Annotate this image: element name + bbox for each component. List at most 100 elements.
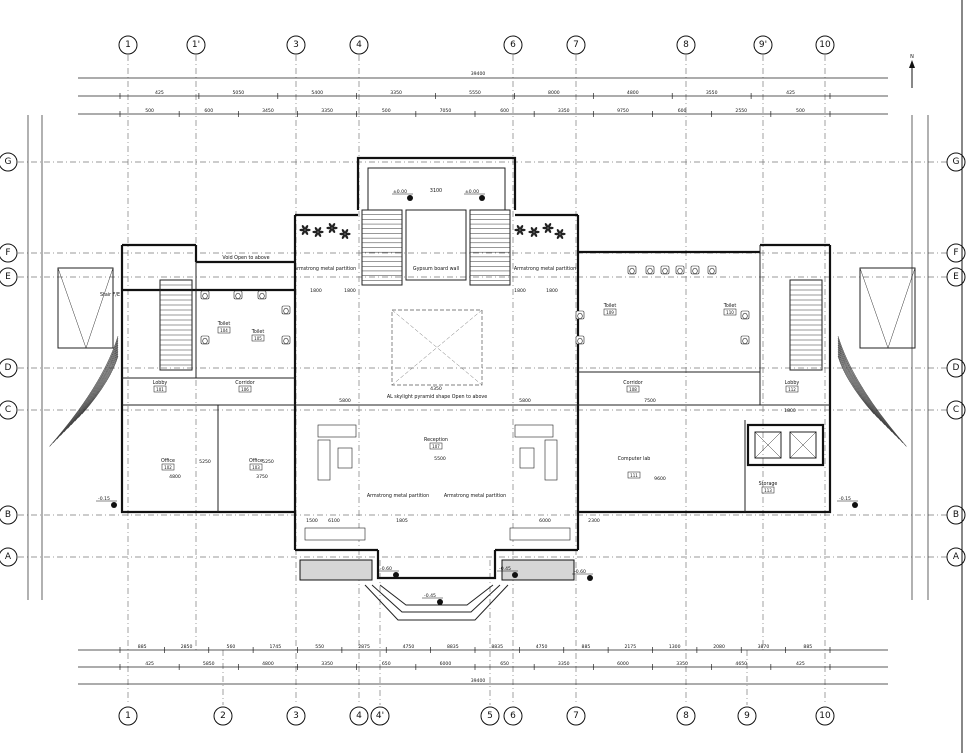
bottom-dim-a-12: 1300 xyxy=(669,644,681,650)
svg-text:8: 8 xyxy=(683,40,689,50)
svg-text:E: E xyxy=(953,272,959,282)
planter-plant-icon xyxy=(312,227,324,237)
svg-text:±0.00: ±0.00 xyxy=(393,189,407,195)
planter-plant-icon xyxy=(514,225,526,235)
toilet-fixture-icon xyxy=(233,290,243,300)
partition-note-ne: Armstrong metal partition xyxy=(514,266,576,272)
west-stair: Stair F/E xyxy=(57,267,193,371)
partition-note-nw: Armstrong metal partition xyxy=(294,266,356,272)
svg-text:N: N xyxy=(910,54,914,60)
room-storage: Storage 113 xyxy=(759,481,777,494)
svg-text:B: B xyxy=(5,510,11,520)
elevators xyxy=(746,423,825,467)
room-office-1: Office 102 xyxy=(161,458,175,471)
bottom-dim-b-8: 6000 xyxy=(617,661,629,667)
bottom-dim-a-11: 2175 xyxy=(624,644,636,650)
svg-text:10: 10 xyxy=(819,40,831,50)
toilet-fixture-icon xyxy=(675,265,685,275)
bottom-dim-b-1: 5850 xyxy=(203,661,215,667)
interior-dim-3: 1800 xyxy=(546,288,558,294)
svg-text:4': 4' xyxy=(376,711,384,721)
svg-text:10: 10 xyxy=(819,711,831,721)
top-dim-b-0: 500 xyxy=(145,108,154,114)
bottom-dim-b-6: 650 xyxy=(500,661,509,667)
svg-text:E: E xyxy=(5,272,11,282)
interior-dim-1: 1800 xyxy=(344,288,356,294)
svg-text:Toilet: Toilet xyxy=(217,321,231,327)
toilet-fixtures xyxy=(200,265,750,345)
svg-text:104: 104 xyxy=(220,328,228,333)
bottom-dim-a-10: 885 xyxy=(582,644,591,650)
svg-text:Office: Office xyxy=(249,458,263,464)
interior-dim-19: 1800 xyxy=(784,408,796,414)
svg-text:105: 105 xyxy=(254,336,262,341)
axis-bubble-bottom-6: 6 xyxy=(503,706,523,726)
svg-text:8: 8 xyxy=(683,711,689,721)
axis-bubble-right-1: F xyxy=(946,243,966,263)
axis-bubble-left-2: E xyxy=(0,267,18,287)
axis-bubble-right-2: E xyxy=(946,267,966,287)
planter-plant-icon xyxy=(542,223,554,233)
void-note: Void Open to above xyxy=(222,255,269,261)
axis-bubble-bottom-1: 2 xyxy=(213,706,233,726)
north-arrow-icon: N xyxy=(909,54,915,88)
bottom-dim-b-11: 425 xyxy=(796,661,805,667)
axis-bubble-top-2: 3 xyxy=(286,35,306,55)
svg-text:G: G xyxy=(5,157,12,167)
skylight-note: AL skylight pyramid shape Open to above xyxy=(387,394,487,400)
toilet-fixture-icon xyxy=(257,290,267,300)
elevation-marks: -0.15±0.00-0.45-0.60±0.00-0.15-0.45-0.60 xyxy=(96,189,858,605)
axis-bubble-bottom-3: 4 xyxy=(349,706,369,726)
bottom-dim-a-13: 2080 xyxy=(713,644,725,650)
top-dim-b-3: 3350 xyxy=(321,108,333,114)
svg-text:5: 5 xyxy=(487,711,493,721)
axis-bubble-left-6: A xyxy=(0,547,18,567)
svg-text:Office: Office xyxy=(161,458,175,464)
svg-text:1: 1 xyxy=(125,40,131,50)
toilet-fixture-icon xyxy=(575,335,585,345)
svg-text:-0.60: -0.60 xyxy=(574,569,586,575)
room-toilet-2: Toilet 105 xyxy=(251,329,264,342)
top-dim-a-7: 3550 xyxy=(706,90,718,96)
svg-text:-0.60: -0.60 xyxy=(380,566,392,572)
overall-dimension-top: 39400 xyxy=(471,71,486,77)
top-dim-b-4: 500 xyxy=(382,108,391,114)
svg-text:F: F xyxy=(5,248,10,258)
svg-text:-0.15: -0.15 xyxy=(98,496,110,502)
elevation-mark-4: ±0.00 xyxy=(464,189,485,201)
reception-furniture xyxy=(304,424,571,541)
toilet-fixture-icon xyxy=(200,290,210,300)
side-dimensions xyxy=(27,115,929,600)
svg-text:-0.15: -0.15 xyxy=(839,496,851,502)
svg-text:A: A xyxy=(953,552,960,562)
room-corridor-east: Corridor 108 xyxy=(623,380,643,393)
room-toilet-3: Toilet 109 xyxy=(603,303,616,316)
planter-plant-icon xyxy=(326,223,338,233)
bottom-dim-b-10: 4650 xyxy=(735,661,747,667)
room-toilet-4: Toilet 110 xyxy=(723,303,736,316)
elevation-mark-3: -0.60 xyxy=(378,566,399,578)
bottom-dim-b-7: 3350 xyxy=(558,661,570,667)
svg-text:108: 108 xyxy=(629,387,637,392)
room-labels: Office 102 Office 103 Toilet 104 Toilet … xyxy=(153,255,800,499)
room-computer-lab: Computer lab 111 xyxy=(618,456,650,479)
bottom-dim-a-14: 3870 xyxy=(758,644,770,650)
elevation-mark-0: -0.15 xyxy=(96,496,117,508)
top-dim-b-1: 600 xyxy=(204,108,213,114)
svg-text:G: G xyxy=(953,157,960,167)
top-dim-b-6: 600 xyxy=(500,108,509,114)
svg-text:-0.45: -0.45 xyxy=(424,593,436,599)
svg-text:101: 101 xyxy=(156,387,164,392)
svg-text:F: F xyxy=(953,248,958,258)
svg-text:Corridor: Corridor xyxy=(235,380,254,386)
axis-bubble-top-0: 1 xyxy=(118,35,138,55)
top-dim-b-9: 600 xyxy=(678,108,687,114)
top-dim-b-10: 2550 xyxy=(735,108,747,114)
interior-dim-10: 3750 xyxy=(256,474,268,480)
top-dim-b-2: 3450 xyxy=(262,108,274,114)
partition-note-se: Armstrong metal partition xyxy=(444,493,506,499)
overall-dimension-bottom: 39400 xyxy=(471,678,486,684)
